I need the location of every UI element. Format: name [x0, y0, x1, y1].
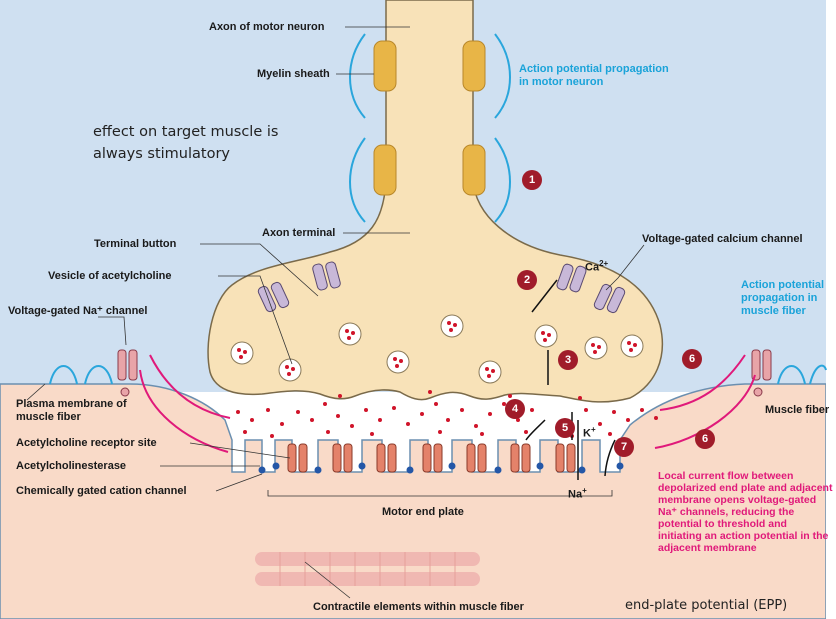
label-axon-of-motor-neuron: Axon of motor neuron — [209, 21, 325, 34]
label-voltage-gated-calcium-channel: Voltage-gated calcium channel — [642, 233, 803, 246]
step-marker-6-top: 6 — [682, 349, 702, 369]
label-ap-propagation-motor-neuron: Action potential propagation in motor ne… — [519, 63, 679, 89]
step-marker-1: 1 — [522, 170, 542, 190]
step-marker-6-bottom: 6 — [695, 429, 715, 449]
label-contractile-elements: Contractile elements within muscle fiber — [313, 601, 524, 614]
na-text: Na — [568, 489, 582, 501]
label-muscle-fiber: Muscle fiber — [765, 404, 829, 417]
epp-note: end-plate potential (EPP) — [625, 598, 787, 613]
label-ap-propagation-muscle-fiber: Action potential propagation in muscle f… — [741, 279, 826, 318]
na-charge: + — [582, 486, 587, 495]
label-vesicle-of-acetylcholine: Vesicle of acetylcholine — [48, 270, 172, 283]
label-plasma-membrane: Plasma membrane of muscle fiber — [16, 398, 136, 424]
label-chemically-gated-cation-channel: Chemically gated cation channel — [16, 485, 187, 498]
label-na-ion: Na+ — [568, 484, 587, 502]
label-ca-ion: Ca2+ — [585, 257, 608, 275]
k-text: K — [583, 428, 591, 440]
step-marker-7: 7 — [614, 437, 634, 457]
step-marker-5: 5 — [555, 418, 575, 438]
ca-charge: 2+ — [599, 259, 608, 268]
step-marker-4: 4 — [505, 399, 525, 419]
ca-text: Ca — [585, 262, 599, 274]
label-local-current-flow: Local current flow between depolarized e… — [658, 470, 833, 554]
label-voltage-gated-na-channel: Voltage-gated Na⁺ channel — [8, 305, 147, 318]
effect-note: effect on target muscle is always stimul… — [93, 121, 283, 165]
label-k-ion: K+ — [583, 423, 596, 441]
k-charge: + — [591, 425, 596, 434]
step-marker-2: 2 — [517, 270, 537, 290]
label-terminal-button: Terminal button — [94, 238, 176, 251]
label-myelin-sheath: Myelin sheath — [257, 68, 330, 81]
myelin-sheath-left-1 — [374, 41, 396, 91]
label-acetylcholinesterase: Acetylcholinesterase — [16, 460, 126, 473]
label-acetylcholine-receptor-site: Acetylcholine receptor site — [16, 437, 157, 450]
label-motor-end-plate: Motor end plate — [382, 506, 464, 519]
step-marker-3: 3 — [558, 350, 578, 370]
label-axon-terminal: Axon terminal — [262, 227, 335, 240]
